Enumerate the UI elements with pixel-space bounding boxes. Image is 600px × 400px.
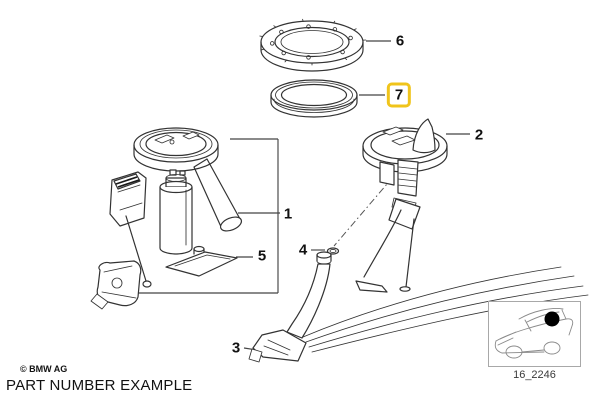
- copyright-text: © BMW AG: [20, 364, 68, 374]
- o-ring-part: [326, 247, 340, 255]
- drain-pipe-part: [248, 251, 332, 363]
- car-outline-thumbnail: [494, 308, 574, 359]
- retaining-plate-part: [165, 245, 238, 277]
- callout-1[interactable]: 1: [283, 205, 293, 223]
- drawing-number: 16_2246: [513, 369, 556, 381]
- callout-4[interactable]: 4: [298, 241, 308, 259]
- sending-unit-part: [355, 118, 448, 293]
- sealing-ring-part: [270, 79, 358, 118]
- callout-7-highlighted[interactable]: 7: [386, 82, 412, 108]
- callout-6[interactable]: 6: [395, 32, 405, 50]
- car-locator-box: [488, 301, 581, 367]
- fuel-hose-lines: [302, 266, 589, 353]
- page-title: PART NUMBER EXAMPLE: [6, 377, 193, 394]
- callout-3[interactable]: 3: [231, 339, 241, 357]
- locking-ring-part: [259, 18, 367, 72]
- fuel-pump-assembly-part: [90, 127, 243, 310]
- callout-2[interactable]: 2: [474, 126, 484, 144]
- fuel-tank-location-dot: [544, 311, 560, 327]
- callout-5[interactable]: 5: [257, 247, 267, 265]
